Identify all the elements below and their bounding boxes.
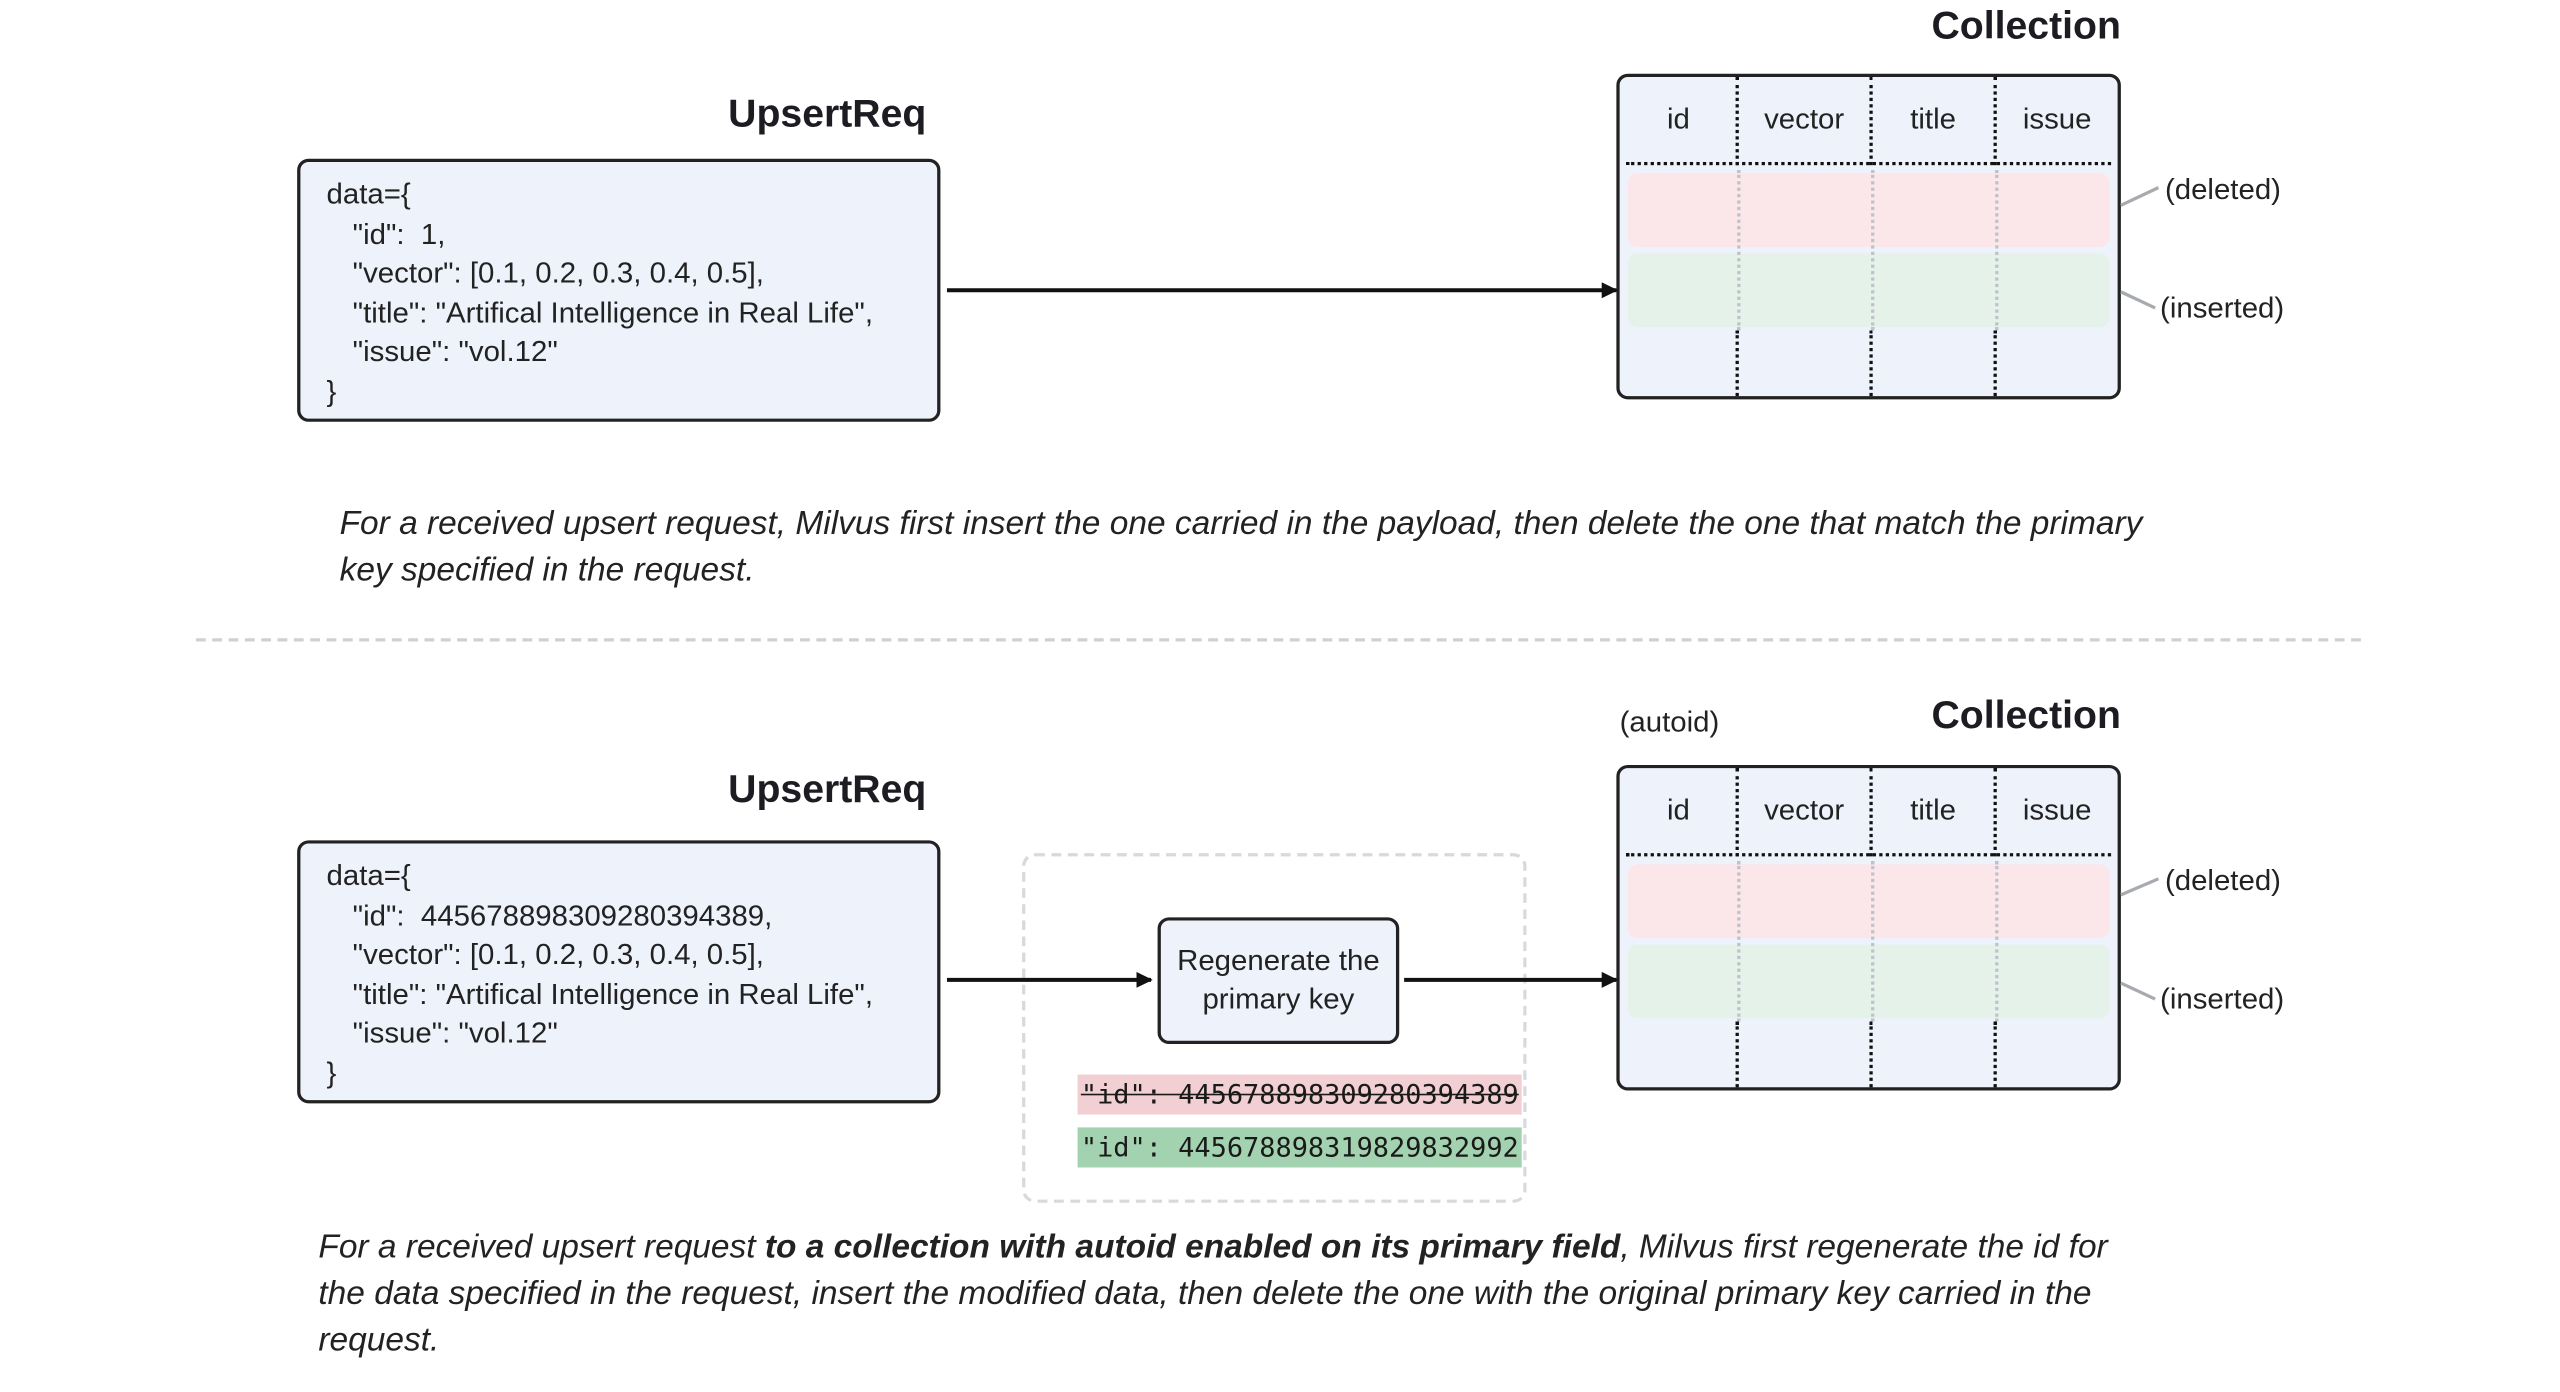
column-header-issue: issue (2022, 102, 2092, 135)
column-divider-faint (1995, 861, 1999, 1022)
column-header-vector: vector (1764, 102, 1845, 135)
regen-line: Regenerate the (1177, 944, 1380, 977)
header-separator (1626, 161, 2112, 166)
request-line: "id": 445678898309280394389, (352, 899, 773, 932)
column-header-title: title (1910, 793, 1956, 826)
request-line: data={ (326, 859, 411, 892)
header-separator (1626, 853, 2112, 857)
note-text: For a received upsert request (318, 1228, 765, 1266)
column-divider-faint (1995, 169, 1999, 331)
deleted-leader-line (2120, 877, 2160, 897)
inserted-row (1627, 944, 2110, 1019)
bottom-explanation-note: For a received upsert request to a colle… (318, 1224, 2147, 1364)
request-line: "title": "Artifical Intelligence in Real… (352, 977, 874, 1010)
column-divider-faint (1871, 169, 1875, 331)
column-divider (1735, 330, 1739, 397)
column-divider (1735, 768, 1739, 857)
column-divider (1993, 330, 1997, 397)
regenerated-id: "id": 445678898319829832992 (1077, 1127, 1523, 1168)
column-divider (1869, 330, 1873, 397)
inserted-leader-line (2120, 981, 2156, 1001)
request-line: data={ (326, 178, 411, 211)
top-collection-title: Collection (1931, 4, 2121, 49)
top-deleted-label: (deleted) (2164, 173, 2281, 206)
bottom-deleted-label: (deleted) (2164, 864, 2281, 897)
request-line: "issue": "vol.12" (352, 1017, 558, 1050)
column-divider-faint (1737, 861, 1741, 1022)
section-divider (195, 638, 2361, 642)
column-divider (1993, 1021, 1997, 1088)
inserted-row (1627, 253, 2110, 328)
column-header-issue: issue (2022, 793, 2092, 826)
deleted-row (1627, 864, 2110, 939)
request-line: "vector": [0.1, 0.2, 0.3, 0.4, 0.5], (352, 938, 764, 971)
inserted-leader-line (2120, 290, 2156, 310)
deleted-leader-line (2120, 186, 2160, 207)
column-divider (1993, 76, 1997, 166)
top-collection-table: id vector title issue (1616, 73, 2121, 400)
column-header-id: id (1666, 102, 1690, 135)
request-line: "id": 1, (352, 217, 446, 250)
column-header-id: id (1666, 793, 1690, 826)
bottom-upsert-request-box: data={ "id": 445678898309280394389, "vec… (297, 840, 941, 1104)
column-header-title: title (1910, 102, 1956, 135)
column-divider (1869, 1021, 1873, 1088)
column-divider (1993, 768, 1997, 857)
bottom-collection-title: Collection (1931, 694, 2121, 738)
request-line: } (326, 375, 337, 408)
request-line: "title": "Artifical Intelligence in Real… (352, 296, 874, 329)
deleted-row (1627, 173, 2110, 247)
note-emphasis: to a collection with autoid enabled on i… (764, 1228, 1621, 1266)
column-divider (1869, 768, 1873, 857)
column-divider-faint (1737, 169, 1741, 331)
column-divider (1735, 1021, 1739, 1088)
top-request-title: UpsertReq (728, 93, 927, 137)
bottom-request-title: UpsertReq (728, 768, 927, 812)
column-divider-faint (1871, 861, 1875, 1022)
original-id-struck: "id": 445678898309280394389 (1077, 1074, 1523, 1115)
top-explanation-note: For a received upsert request, Milvus fi… (339, 505, 2143, 589)
request-line: } (326, 1056, 337, 1089)
bottom-inserted-label: (inserted) (2160, 983, 2285, 1016)
request-line: "vector": [0.1, 0.2, 0.3, 0.4, 0.5], (352, 256, 764, 289)
regeneration-process-frame (1022, 853, 1527, 1203)
regen-line: primary key (1202, 983, 1355, 1016)
column-divider (1735, 76, 1739, 166)
note-text: , Milvus first regenerate the id for the… (318, 1228, 2108, 1359)
bottom-collection-table: id vector title issue (1616, 764, 2121, 1091)
top-upsert-request-box: data={ "id": 1, "vector": [0.1, 0.2, 0.3… (297, 158, 941, 422)
regenerate-primary-key-box: Regenerate the primary key (1157, 917, 1400, 1045)
request-line: "issue": "vol.12" (352, 335, 558, 368)
column-divider (1869, 76, 1873, 166)
column-header-vector: vector (1764, 793, 1845, 826)
autoid-label: (autoid) (1619, 705, 1720, 738)
top-inserted-label: (inserted) (2160, 291, 2285, 324)
